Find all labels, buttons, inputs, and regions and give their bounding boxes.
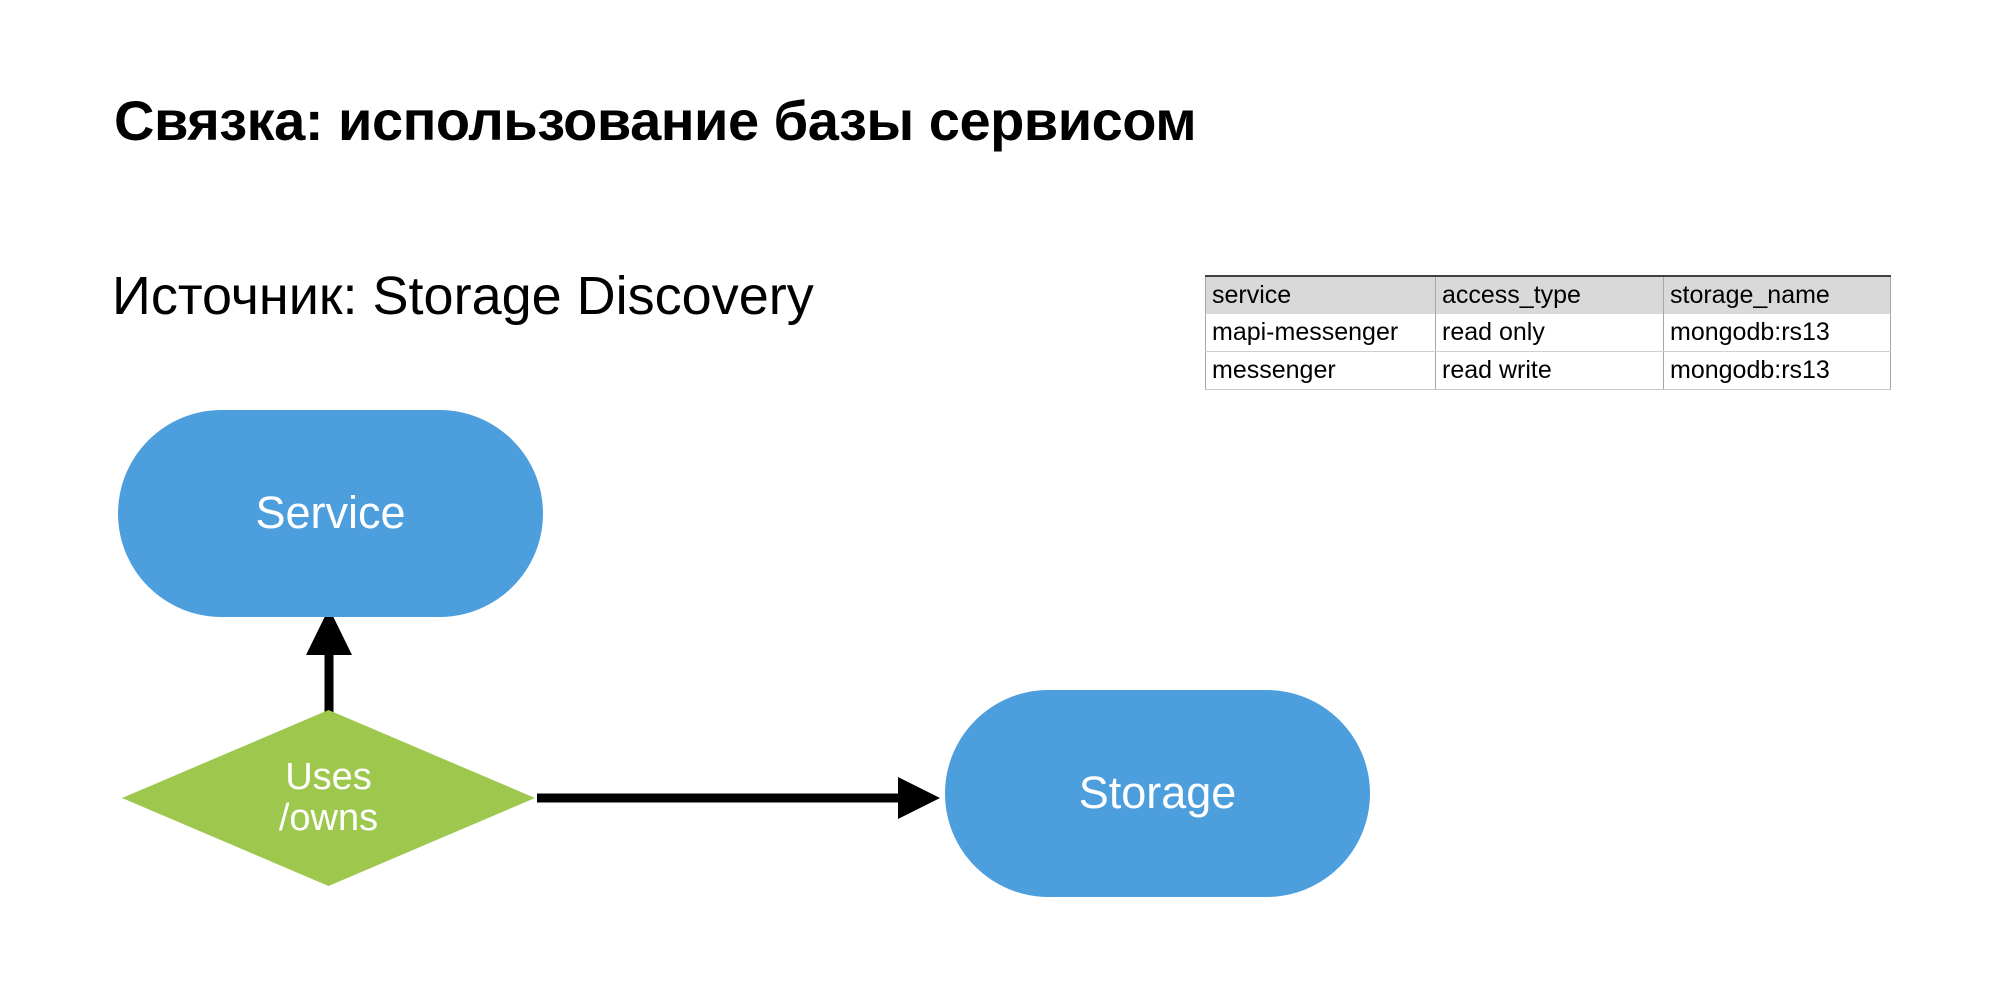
cell-service: mapi-messenger — [1205, 314, 1436, 352]
node-relation-label-line2: /owns — [278, 797, 379, 839]
diagram-node-relation-uses-owns[interactable]: Uses /owns — [122, 710, 535, 886]
table-row: messenger read write mongodb:rs13 — [1205, 351, 1891, 390]
edge-relation-to-storage — [537, 777, 940, 819]
node-storage-label: Storage — [1078, 767, 1237, 819]
page-title: Связка: использование базы сервисом — [114, 89, 1197, 152]
node-relation-label-line1: Uses — [285, 755, 372, 798]
diagram-node-storage[interactable]: Storage — [945, 690, 1370, 897]
column-header-access-type: access_type — [1435, 275, 1664, 314]
cell-storage-name: mongodb:rs13 — [1663, 314, 1891, 352]
cell-access-type: read only — [1435, 314, 1664, 352]
table-header-row: service access_type storage_name — [1205, 275, 1891, 314]
column-header-service: service — [1205, 275, 1436, 314]
table-row: mapi-messenger read only mongodb:rs13 — [1205, 314, 1891, 352]
cell-access-type: read write — [1435, 351, 1664, 390]
node-service-label: Service — [255, 487, 406, 539]
slide-subtitle: Источник: Storage Discovery — [112, 266, 814, 326]
column-header-storage-name: storage_name — [1663, 275, 1891, 314]
storage-discovery-table: service access_type storage_name mapi-me… — [1205, 275, 1891, 390]
edge-relation-to-service — [306, 608, 352, 714]
diagram-node-service[interactable]: Service — [118, 410, 543, 617]
cell-storage-name: mongodb:rs13 — [1663, 351, 1891, 390]
cell-service: messenger — [1205, 351, 1436, 390]
